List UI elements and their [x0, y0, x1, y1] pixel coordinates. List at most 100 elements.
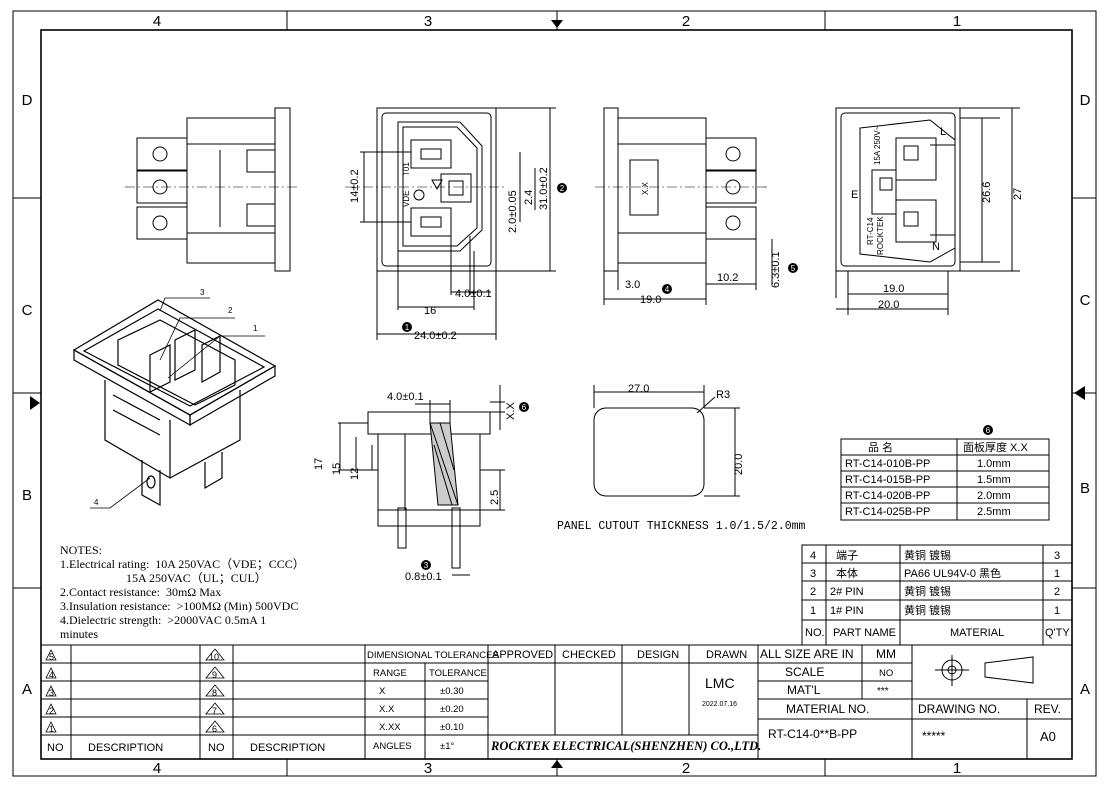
- section-dim-slot: 4.0±0.1: [387, 391, 424, 403]
- front-dim-2: 2.0±0.05: [507, 190, 519, 233]
- thickness-row-value: 2.5mm: [977, 506, 1011, 518]
- tolerance-value: ±0.10: [440, 722, 464, 733]
- design-label: DESIGN: [637, 649, 679, 661]
- rear-view: [835, 107, 1020, 315]
- cutout-dim-20: 20.0: [733, 454, 745, 475]
- bom-header-name: PART NAME: [833, 627, 896, 639]
- revision-triangles: [45, 648, 225, 733]
- iso-callout-2: 2: [228, 306, 233, 315]
- rear-label-n: N: [932, 241, 940, 253]
- bom-qty: 1: [1054, 568, 1060, 580]
- drawn-by: LMC: [705, 675, 735, 691]
- row-label-left: C: [22, 302, 33, 319]
- front-dim-16: 16: [424, 305, 436, 317]
- inner-frame: [40, 29, 1073, 760]
- notes-title: NOTES:: [60, 543, 102, 557]
- side-marking: X.X: [641, 181, 650, 195]
- tolerance-range: X: [379, 686, 386, 697]
- thickness-row-value: 1.5mm: [977, 474, 1011, 486]
- rev-label: REV.: [1034, 702, 1061, 716]
- thickness-callout: 6: [983, 425, 993, 435]
- panel-cutout: [593, 385, 740, 497]
- section-dim-12: 12: [349, 468, 361, 480]
- tolerance-header-range: RANGE: [373, 668, 407, 679]
- cutout-caption: PANEL CUTOUT THICKNESS 1.0/1.5/2.0mm: [557, 520, 806, 533]
- svg-text:6: 6: [522, 403, 527, 412]
- rear-dim-27: 27: [1012, 188, 1024, 200]
- rear-model: RT-C14: [866, 217, 875, 245]
- title-block-grid: [41, 644, 1072, 759]
- front-dim-24: 2.4: [523, 190, 535, 205]
- col-label-top: 2: [682, 13, 690, 30]
- bom-material: 黄铜 镀锡: [904, 584, 951, 598]
- rev-desc-label-right: DESCRIPTION: [250, 742, 325, 754]
- units-value: MM: [876, 647, 896, 661]
- units-label: ALL SIZE ARE IN: [760, 647, 854, 661]
- rear-dim-20: 20.0: [878, 299, 899, 311]
- bom-qty: 3: [1054, 550, 1060, 562]
- checked-label: CHECKED: [562, 649, 616, 661]
- thickness-row-value: 1.0mm: [977, 458, 1011, 470]
- center-arrow-right: [1074, 386, 1085, 400]
- tolerance-value: ±0.20: [440, 704, 464, 715]
- thickness-table-grid: [840, 438, 1050, 521]
- rev-no-label-right: NO: [208, 742, 225, 754]
- bom-no: 3: [810, 568, 816, 580]
- rev-num-right: 7: [212, 706, 217, 716]
- side-view: [595, 107, 773, 305]
- svg-text:4: 4: [665, 285, 670, 294]
- notes-line: 3.Insulation resistance: >100MΩ (Min) 50…: [60, 599, 299, 613]
- bom-name: 2# PIN: [830, 586, 864, 598]
- iso-callout-1: 1: [253, 324, 258, 333]
- rev-num-right: 9: [212, 670, 217, 680]
- row-label-left: A: [22, 681, 32, 698]
- side-dim-19: 19.0: [640, 294, 661, 306]
- matl-label: MAT'L: [787, 683, 821, 697]
- center-arrow-left: [30, 396, 40, 410]
- bom-qty: 1: [1054, 605, 1060, 617]
- front-dim-24w: 24.0±0.2: [414, 330, 457, 342]
- bom-name: 端子: [836, 549, 858, 562]
- section-view: [338, 385, 505, 576]
- col-label-bottom: 4: [153, 760, 161, 777]
- col-label-bottom: 1: [953, 760, 961, 777]
- rear-label-l: L: [940, 126, 946, 138]
- cutout-radius: R3: [716, 389, 730, 401]
- notes-line: 15A 250VAC（UL；CUL）: [60, 571, 267, 585]
- bom-no: 1: [810, 605, 816, 617]
- tolerance-range: X.X: [379, 704, 395, 715]
- rear-rating: 15A 250V~: [873, 125, 882, 165]
- row-label-right: D: [1080, 92, 1091, 109]
- front-callouts: 2 1: [402, 183, 567, 332]
- row-label-right: C: [1080, 292, 1091, 309]
- row-label-left: B: [22, 487, 32, 504]
- scale-label: SCALE: [785, 665, 824, 679]
- tolerance-title: DIMENSIONAL TOLERANCES: [367, 650, 499, 661]
- iso-view: [72, 299, 277, 507]
- section-callouts: 6 3: [421, 402, 529, 570]
- bom-no: 2: [810, 586, 816, 598]
- thickness-header-thickness: 面板厚度 X.X: [963, 440, 1028, 454]
- projection-symbol: [935, 655, 1034, 686]
- material-no: RT-C14-0**B-PP: [768, 727, 857, 741]
- drawing-no: *****: [922, 729, 946, 743]
- notes-line: 4.Dielectric strength: >2000VAC 0.5mA 1: [60, 613, 267, 627]
- side-dim-3: 3.0: [625, 279, 640, 291]
- side-callouts: 4 5: [662, 263, 798, 294]
- section-dim-15: 15: [331, 463, 343, 475]
- col-label-top: 4: [153, 13, 161, 30]
- bom-name: 本体: [836, 566, 858, 580]
- scale-value: NO: [879, 668, 893, 679]
- notes-line: minutes: [60, 627, 98, 641]
- rear-brand: ROCKTEK: [876, 216, 885, 255]
- thickness-row-name: RT-C14-025B-PP: [845, 506, 930, 518]
- col-label-top: 3: [424, 13, 432, 30]
- bom-header-no: NO.: [805, 627, 825, 639]
- bom-name: 1# PIN: [830, 605, 864, 617]
- rev-num-left: 1: [49, 724, 54, 734]
- svg-text:6: 6: [986, 426, 991, 435]
- rev-num-left: 2: [49, 706, 54, 716]
- rev-num-left: 5: [49, 652, 54, 662]
- thickness-header-name: 品 名: [868, 440, 893, 454]
